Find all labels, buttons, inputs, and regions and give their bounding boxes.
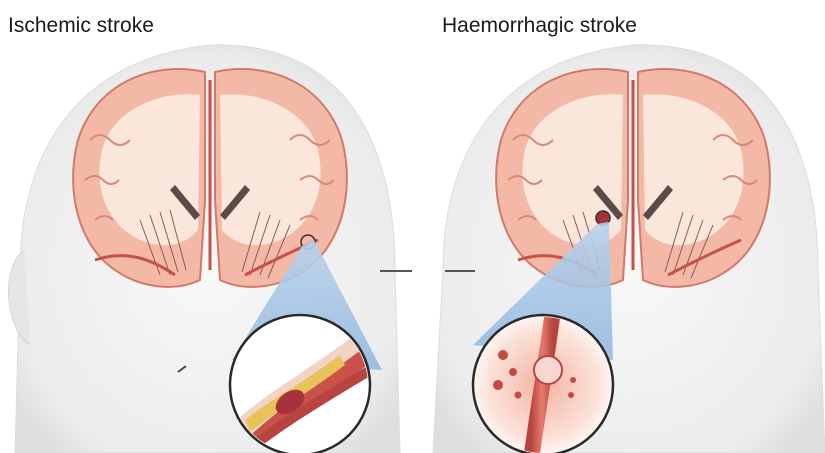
rupture-site bbox=[534, 356, 562, 384]
ischemic-stroke-panel: Ischemic stroke bbox=[0, 0, 412, 453]
panel-title-haemorrhagic: Haemorrhagic stroke bbox=[442, 14, 637, 38]
ischemic-illustration bbox=[0, 0, 412, 453]
panel-title-ischemic: Ischemic stroke bbox=[8, 14, 154, 38]
haemorrhagic-illustration bbox=[413, 0, 825, 453]
brain bbox=[496, 69, 770, 287]
haemorrhagic-stroke-panel: Haemorrhagic stroke bbox=[413, 0, 825, 453]
